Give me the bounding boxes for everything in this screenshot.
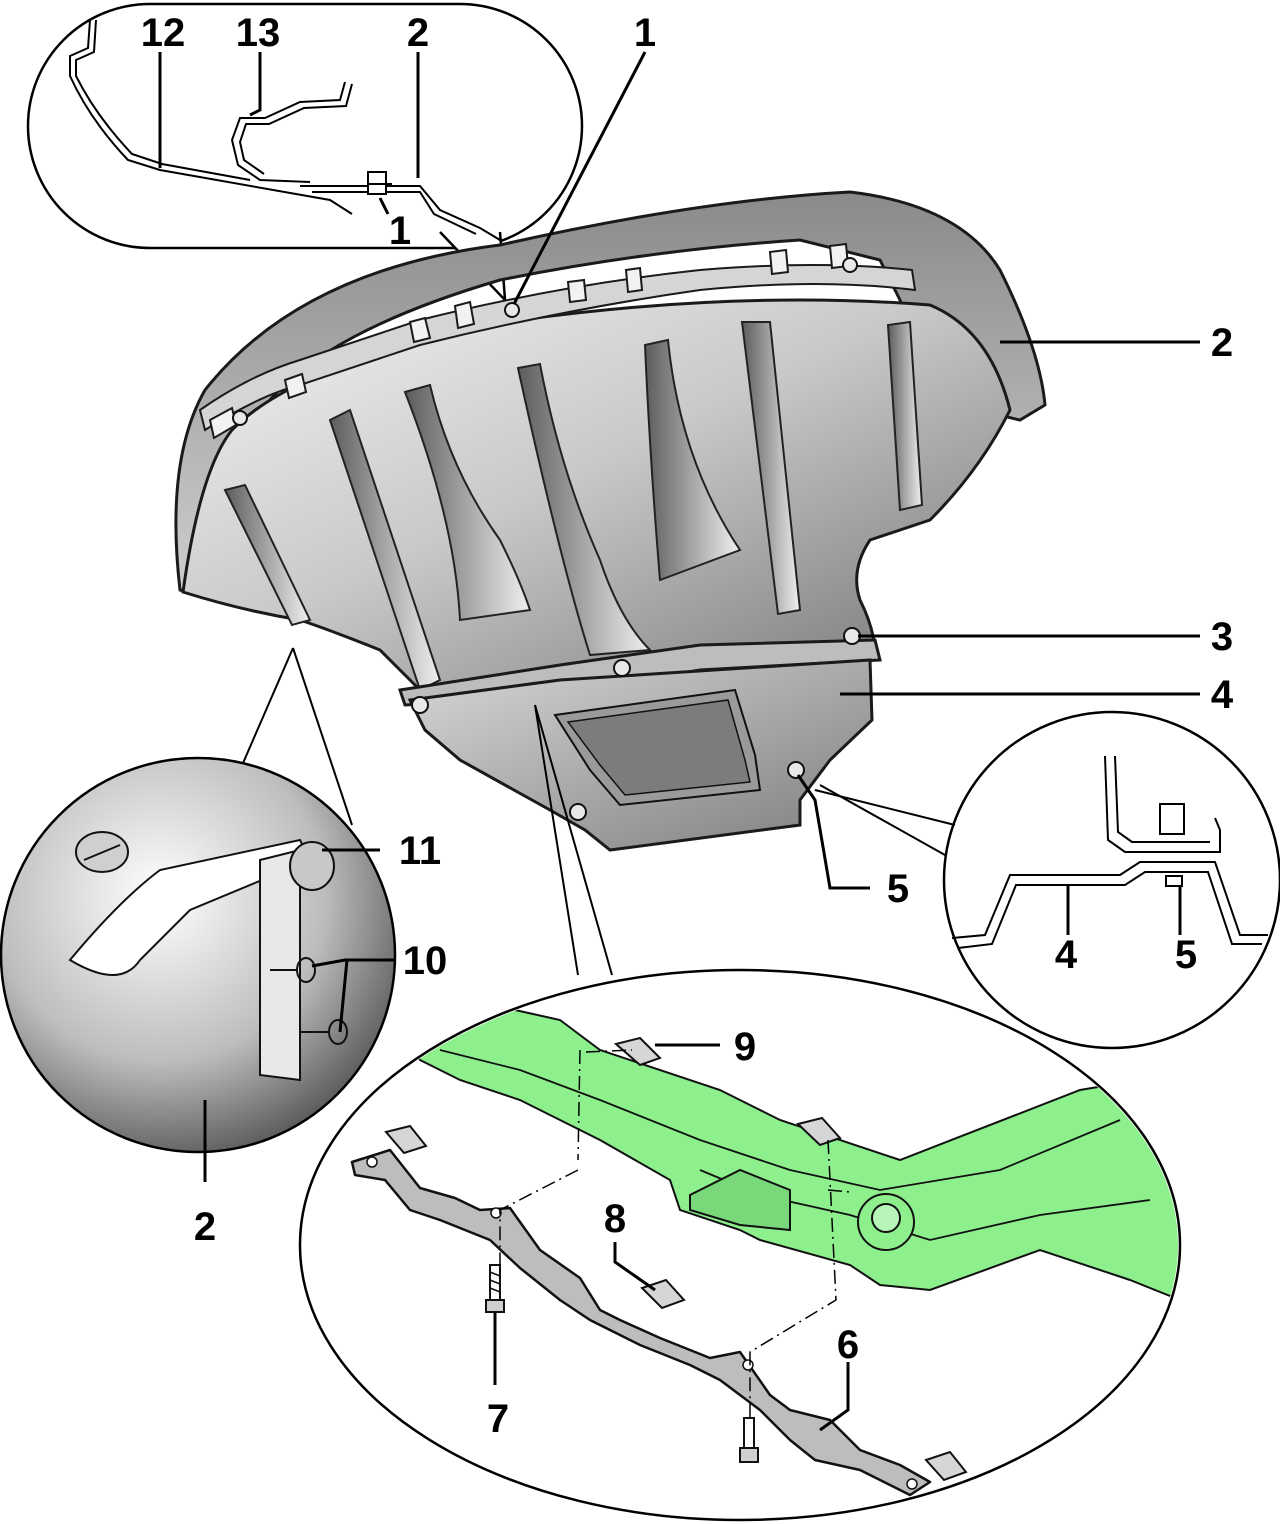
callout-8: 8 (604, 1197, 626, 1241)
bracket (350, 1148, 932, 1497)
screw-icon (739, 1417, 759, 1463)
clip-icon (384, 1124, 428, 1155)
engine-undershield (174, 190, 1047, 852)
callout-1-inset: 1 (389, 209, 411, 253)
screw-icon (485, 1264, 505, 1313)
clip-icon (289, 841, 335, 891)
subframe (398, 998, 1178, 1302)
bolt-icon (613, 659, 631, 677)
callout-13: 13 (236, 11, 281, 55)
callout-10: 10 (403, 939, 448, 983)
callout-12: 12 (141, 11, 186, 55)
callout-4: 4 (1211, 673, 1234, 717)
callout-4-inset: 4 (1055, 933, 1078, 977)
callout-2-right: 2 (1211, 321, 1233, 365)
bolt-icon (504, 302, 520, 318)
bolt-icon (232, 410, 248, 426)
callout-5-inset: 5 (1175, 933, 1197, 977)
bolt-icon (569, 803, 587, 821)
callout-labels: 1 2 12 13 1 2 3 4 5 4 5 11 10 2 9 8 7 6 (141, 11, 1234, 1441)
callout-7: 7 (487, 1397, 509, 1441)
bolt-icon (411, 696, 429, 714)
top-detail-inset (26, 2, 584, 304)
callout-2-left: 2 (194, 1205, 216, 1249)
skid-plate-bolt-inset (814, 710, 1280, 1050)
subframe-mount-inset (298, 704, 1182, 1522)
clip-icon (924, 1450, 968, 1482)
shield-bolts (232, 257, 861, 821)
bolt-icon (843, 627, 861, 645)
callout-1-top: 1 (634, 11, 656, 55)
left-detail-inset (0, 647, 397, 1154)
callout-9: 9 (734, 1025, 756, 1069)
callout-6: 6 (837, 1323, 859, 1367)
shield-ribs (223, 320, 924, 692)
callout-2-inset: 2 (407, 11, 429, 55)
flange-tabs (208, 242, 850, 440)
callout-5: 5 (887, 867, 909, 911)
callout-11: 11 (399, 829, 441, 873)
clip-icon (613, 1036, 662, 1067)
callout-3: 3 (1211, 615, 1233, 659)
bolt-icon (842, 257, 858, 273)
leader-lines (158, 51, 1200, 1432)
clip-icon (795, 1116, 842, 1147)
bolt-icon (787, 761, 805, 779)
